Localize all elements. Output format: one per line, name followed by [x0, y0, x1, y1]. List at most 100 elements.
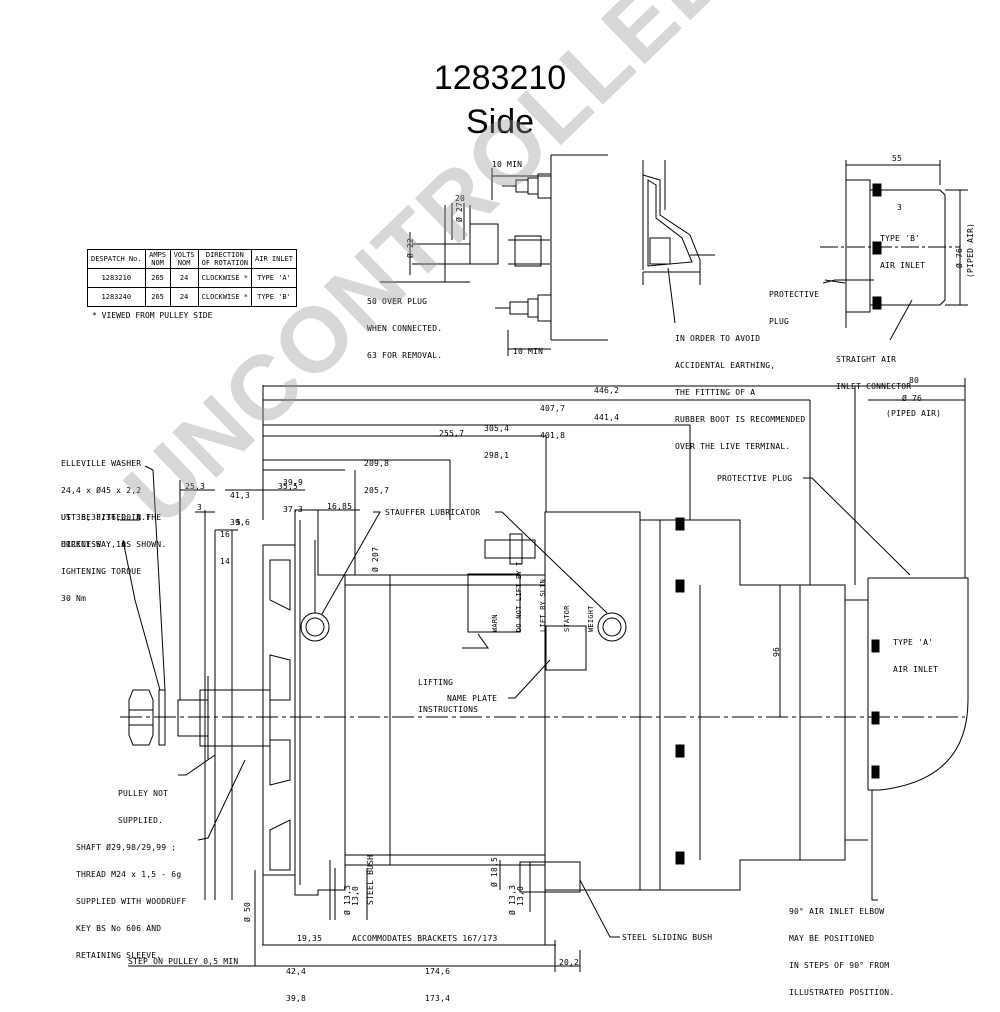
dim-255: 255,7	[439, 429, 465, 438]
dim-16-85: 16,85	[327, 502, 353, 511]
table-cell: TYPE 'B'	[251, 287, 297, 307]
piped-air-label: (PIPED AIR)	[886, 409, 942, 418]
note-line: SUPPLIED WITH WOODRUFF	[76, 897, 187, 906]
steel-sliding-bush-label: STEEL SLIDING BUSH	[622, 933, 713, 942]
dim-18-5: Ø 18,5	[490, 856, 499, 887]
note-line: IGHTENING TORQUE	[61, 567, 142, 576]
dim-value: 173,4	[425, 994, 451, 1003]
note-line: STATOR	[563, 605, 571, 633]
note-line: PLUG	[769, 317, 790, 326]
dim-value: 446,2	[594, 386, 620, 395]
dim-20: 20	[455, 194, 466, 203]
note-line: ELLEVILLE WASHER	[61, 459, 142, 468]
note-line: THREAD M24 x 1,5 - 6g	[76, 870, 182, 879]
dim-value: 441,4	[594, 413, 620, 422]
note-line: 90° AIR INLET ELBOW	[789, 907, 885, 916]
callout-3: 3	[897, 203, 903, 212]
nut-note: UT 35,38/36,00 A.F HICKNESS : 10 IGHTENI…	[61, 495, 151, 612]
note-line: RETAINING SLEEVE.	[76, 951, 162, 960]
piped-air-vertical-label: (PIPED AIR)	[966, 222, 975, 278]
note-line: UST BE FITTED IN THE	[61, 513, 162, 522]
note-line: PULLEY NOT	[118, 789, 169, 798]
main-side-view	[120, 509, 969, 945]
despatch-table: DESPATCH No. AMPS NOM VOLTS NOM DIRECTIO…	[87, 249, 297, 307]
shaft-note: SHAFT Ø29,98/29,99 ; THREAD M24 x 1,5 - …	[76, 825, 186, 969]
dim-16-14: 16 14	[220, 512, 230, 575]
note-line: 50 OVER PLUG	[367, 297, 428, 306]
dim-80: 80	[909, 376, 920, 385]
note-line: IN STEPS OF 90° FROM	[789, 961, 890, 970]
dim-35: 35,5	[278, 482, 299, 491]
note-line: TYPE 'A'	[893, 638, 934, 647]
note-line: PROTECTIVE	[769, 290, 820, 299]
note-line: INLET CONNECTOR	[836, 382, 912, 391]
dim-25: 25,3	[185, 482, 206, 491]
dim-value: 174,6	[425, 967, 451, 976]
dim-22: Ø 22	[406, 237, 415, 258]
note-line: ILLUSTRATED POSITION.	[789, 988, 895, 997]
dim-174: 174,6 173,4	[425, 949, 450, 1012]
dim-42: 42,4 39,8	[286, 949, 306, 1012]
dim-13-0b: 13,0	[516, 885, 525, 906]
dim-value: 37,3	[283, 505, 304, 514]
note-line: LIFT BY SLIN	[539, 579, 547, 632]
dim-value: 401,8	[540, 431, 566, 440]
lifting-instructions-label: LIFTING INSTRUCTIONS	[418, 660, 478, 723]
type-b-inlet-label: TYPE 'B' AIR INLET	[880, 216, 925, 279]
table-cell: CLOCKWISE *	[197, 287, 253, 307]
straight-inlet-label: STRAIGHT AIR INLET CONNECTOR	[836, 337, 911, 400]
dim-19-35: 19,35	[297, 934, 323, 943]
avoid-earthing-note: IN ORDER TO AVOID ACCIDENTAL EARTHING, T…	[675, 316, 805, 460]
note-line: 63 FOR REMOVAL.	[367, 351, 443, 360]
dim-207: Ø 207	[371, 546, 380, 572]
note-line: IN ORDER TO AVOID	[675, 334, 761, 343]
elbow-note: 90° AIR INLET ELBOW MAY BE POSITIONED IN…	[789, 889, 894, 1006]
ten-min-top-label: 10 MIN	[492, 160, 523, 169]
note-line: KEY BS No 606 AND	[76, 924, 162, 933]
protective-plug-b-label: PROTECTIVE PLUG	[769, 272, 819, 335]
plug-over-note: 50 OVER PLUG WHEN CONNECTED. 63 FOR REMO…	[367, 279, 442, 369]
note-line: SUPPLIED.	[118, 816, 164, 825]
stauffer-lubricator-label: STAUFFER LUBRICATOR	[385, 508, 481, 517]
note-line: STRAIGHT AIR	[836, 355, 897, 364]
note-line: 24,4 x Ø45 x 2,2	[61, 486, 142, 495]
dim-76b: Ø 76	[955, 247, 964, 268]
dim-3: 3	[197, 503, 203, 512]
dim-55: 55	[892, 154, 903, 163]
note-line: AIR INLET	[880, 261, 926, 270]
dim-27: Ø 27	[455, 201, 464, 222]
dim-209: 209,8 205,7	[364, 441, 389, 504]
dim-76: Ø 76	[902, 394, 923, 403]
note-line: OVER THE LIVE TERMINAL.	[675, 442, 791, 451]
dim-446: 446,2 441,4	[594, 368, 619, 431]
note-line: 30 Nm	[61, 594, 87, 603]
table-row: 1283240 265 24 CLOCKWISE * TYPE 'B'	[87, 287, 297, 307]
step-on-pulley-label: STEP ON PULLEY 0,5 MIN	[128, 957, 239, 966]
protective-plug-label: PROTECTIVE PLUG	[717, 474, 793, 483]
dim-407: 407,7 401,8	[540, 386, 565, 449]
table-footnote: * VIEWED FROM PULLEY SIDE	[92, 311, 213, 320]
drawing-view-title: Side	[465, 103, 535, 141]
pulley-not-supplied-note: PULLEY NOT SUPPLIED.	[118, 771, 168, 834]
dim-value: 305,4	[484, 424, 510, 433]
belleville-washer-note: ELLEVILLE WASHER 24,4 x Ø45 x 2,2 UST BE…	[61, 441, 166, 558]
dim-value: 14	[220, 557, 231, 566]
dimension-lines	[128, 378, 966, 972]
note-line: HICKNESS : 10	[61, 540, 127, 549]
dim-305: 305,4 298,1	[484, 406, 509, 469]
dim-value: 209,8	[364, 459, 390, 468]
warning-label: WARN DO NOT LIFT BY T LIFT BY SLIN STATO…	[475, 561, 603, 632]
dim-value: 205,7	[364, 486, 390, 495]
note-line: AIR INLET	[893, 665, 939, 674]
drawing-part-number: 1283210	[433, 59, 567, 97]
leader-lines	[120, 279, 911, 938]
note-line: WHEN CONNECTED.	[367, 324, 443, 333]
dim-value: 41,3	[230, 491, 251, 500]
name-plate-label: NAME PLATE	[447, 694, 498, 703]
dim-value: 298,1	[484, 451, 510, 460]
note-line: SHAFT Ø29,98/29,99 ;	[76, 843, 177, 852]
dim-value: 407,7	[540, 404, 566, 413]
note-line: INSTRUCTIONS	[418, 705, 479, 714]
note-line: LIFTING	[418, 678, 454, 687]
dim-value: 39,6	[230, 518, 251, 527]
